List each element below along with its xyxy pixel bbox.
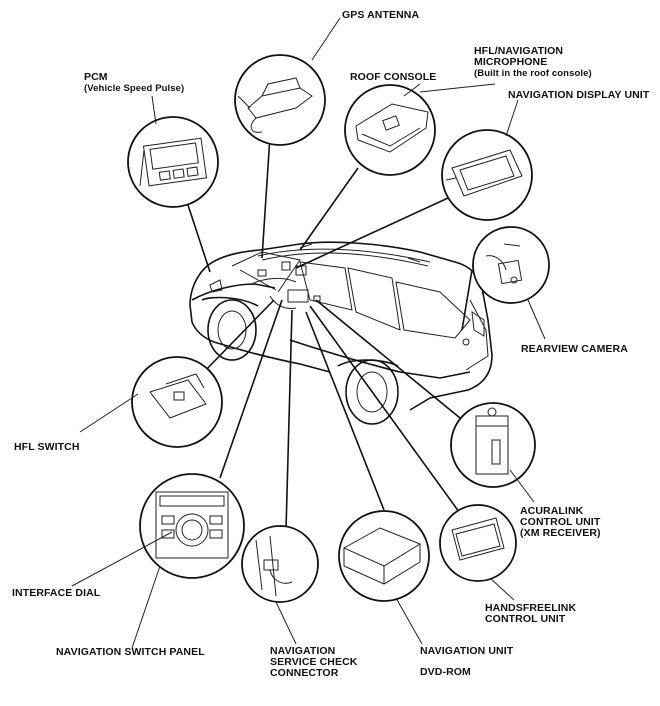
hfl-microphone-line2: MICROPHONE [474,56,548,68]
rearview-camera-label: REARVIEW CAMERA [521,343,628,355]
dvd-rom-label: DVD-ROM [420,666,471,678]
rearview-camera-callout [472,226,550,304]
navigation-service-connector-label: NAVIGATION SERVICE CHECK CONNECTOR [270,646,357,679]
navigation-unit-label: NAVIGATION UNIT [420,645,514,657]
interface-dial-label: INTERFACE DIAL [12,587,101,599]
handsfreelink-line1: HANDSFREELINK [485,602,577,614]
pcm-label: PCM (Vehicle Speed Pulse) [84,71,185,95]
acuralink-callout [450,402,536,488]
pcm-callout [127,116,219,208]
navigation-display-label: NAVIGATION DISPLAY UNIT [508,89,650,101]
gps-antenna-label: GPS ANTENNA [342,9,420,21]
leader-lines [187,135,473,531]
roof-console-callout [344,84,436,176]
gps-antenna-callout [234,54,326,146]
navigation-unit-callout [338,510,430,602]
label-pointers [71,17,546,649]
nav-service-line1: NAVIGATION [270,645,336,657]
handsfreelink-callout [439,504,517,582]
navigation-switch-panel-label: NAVIGATION SWITCH PANEL [56,646,205,658]
hfl-microphone-line1: HFL/NAVIGATION [474,45,564,57]
acuralink-label: ACURALINK CONTROL UNIT (XM RECEIVER) [520,506,601,539]
navigation-display-callout [441,129,533,221]
navigation-switch-panel-callout [139,473,245,579]
hfl-microphone-line3: (Built in the roof console) [474,68,592,79]
handsfreelink-line2: CONTROL UNIT [485,613,566,625]
acuralink-line1: ACURALINK [520,505,584,517]
roof-console-label: ROOF CONSOLE [350,71,437,83]
hfl-switch-label: HFL SWITCH [14,441,80,453]
pcm-line1: PCM [84,71,108,83]
handsfreelink-label: HANDSFREELINK CONTROL UNIT [485,603,576,625]
hfl-microphone-label: HFL/NAVIGATION MICROPHONE (Built in the … [474,45,592,80]
nav-service-line3: CONNECTOR [270,667,339,679]
acuralink-line3: (XM RECEIVER) [520,527,601,539]
pcm-line2: (Vehicle Speed Pulse) [84,83,185,94]
hfl-switch-callout [131,356,223,448]
acuralink-line2: CONTROL UNIT [520,516,601,528]
vehicle-illustration [189,241,493,425]
service-connector-callout [241,525,319,603]
nav-service-line2: SERVICE CHECK [270,656,358,668]
